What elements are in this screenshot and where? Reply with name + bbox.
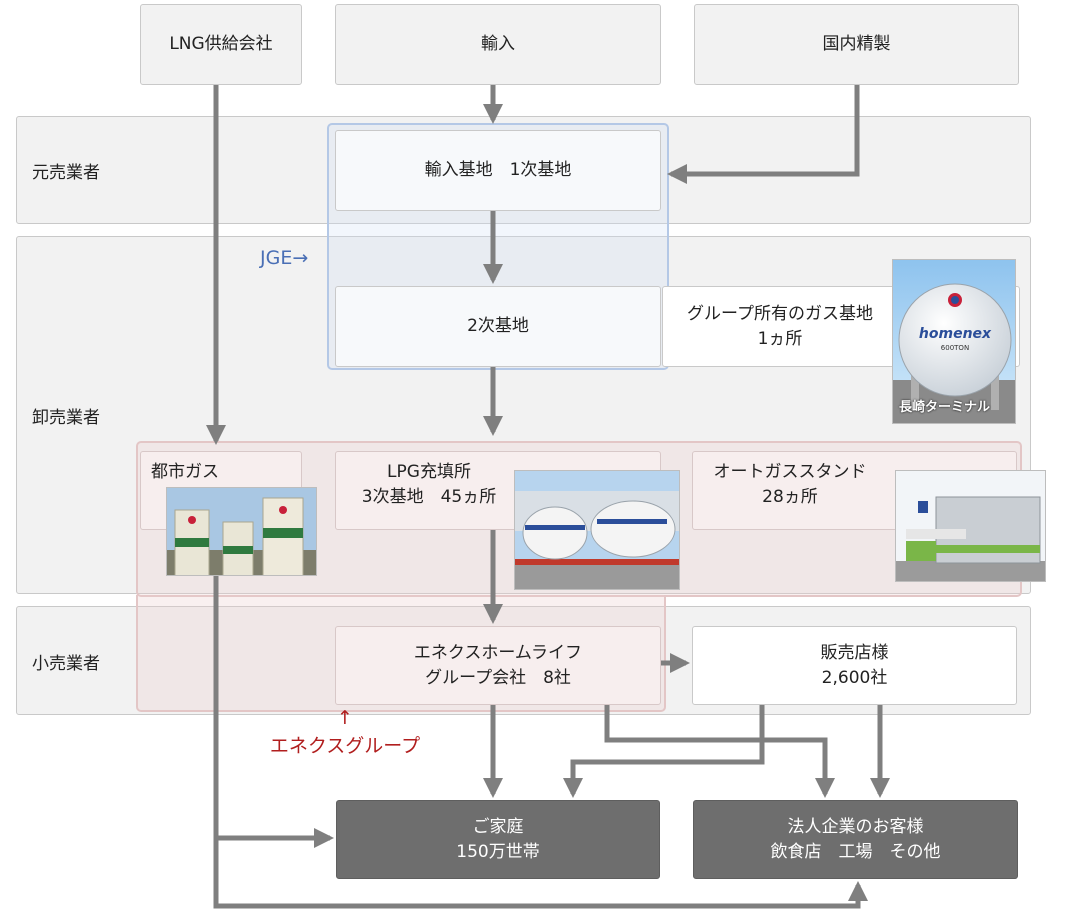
nagasaki-terminal-photo: homenex 600TON 長崎ターミナル [892,259,1016,424]
group-gas-base-label: グループ所有のガス基地 1ヵ所 [687,303,873,349]
households-box: ご家庭 150万世帯 [336,800,660,879]
enex-group-note: ↑ エネクスグループ [269,707,421,757]
source-lng-supplier: LNG供給会社 [140,4,302,85]
dealers-box: 販売店様 2,600社 [692,626,1017,705]
arrow-domestic-to-primary [667,85,860,184]
primary-base-box: 輸入基地 1次基地 [335,130,661,211]
autogas-station-photo [895,470,1046,582]
arrow-city-gas-to-households [213,576,334,848]
arrow-enex-to-corporate [604,705,835,798]
secondary-base-box: 2次基地 [335,286,661,367]
tier-label-motouri: 元売業者 [32,163,100,183]
source-import: 輸入 [335,4,661,85]
city-gas-tanks-photo [166,487,317,576]
jge-note: JGE→ [260,247,309,269]
arrow-dealers-to-households [563,705,765,798]
lpg-filling-label: LPG充填所 3次基地 45ヵ所 [361,462,497,507]
corporate-customers-box: 法人企業のお客様 飲食店 工場 その他 [693,800,1018,879]
lpg-filling-station-photo [514,470,680,590]
arrow-city-gas-to-corporate [213,838,868,909]
tier-label-oroshi: 卸売業者 [32,408,100,428]
tier-label-kouri: 小売業者 [32,654,100,674]
source-domestic-refining: 国内精製 [694,4,1019,85]
tank-logo: homenex [918,326,992,342]
terminal-caption: 長崎ターミナル [899,400,991,415]
tank-capacity: 600TON [940,344,970,352]
enex-homelife-box: エネクスホームライフ グループ会社 8社 [335,626,661,705]
autogas-station-label: オートガススタンド 28ヵ所 [713,462,867,507]
